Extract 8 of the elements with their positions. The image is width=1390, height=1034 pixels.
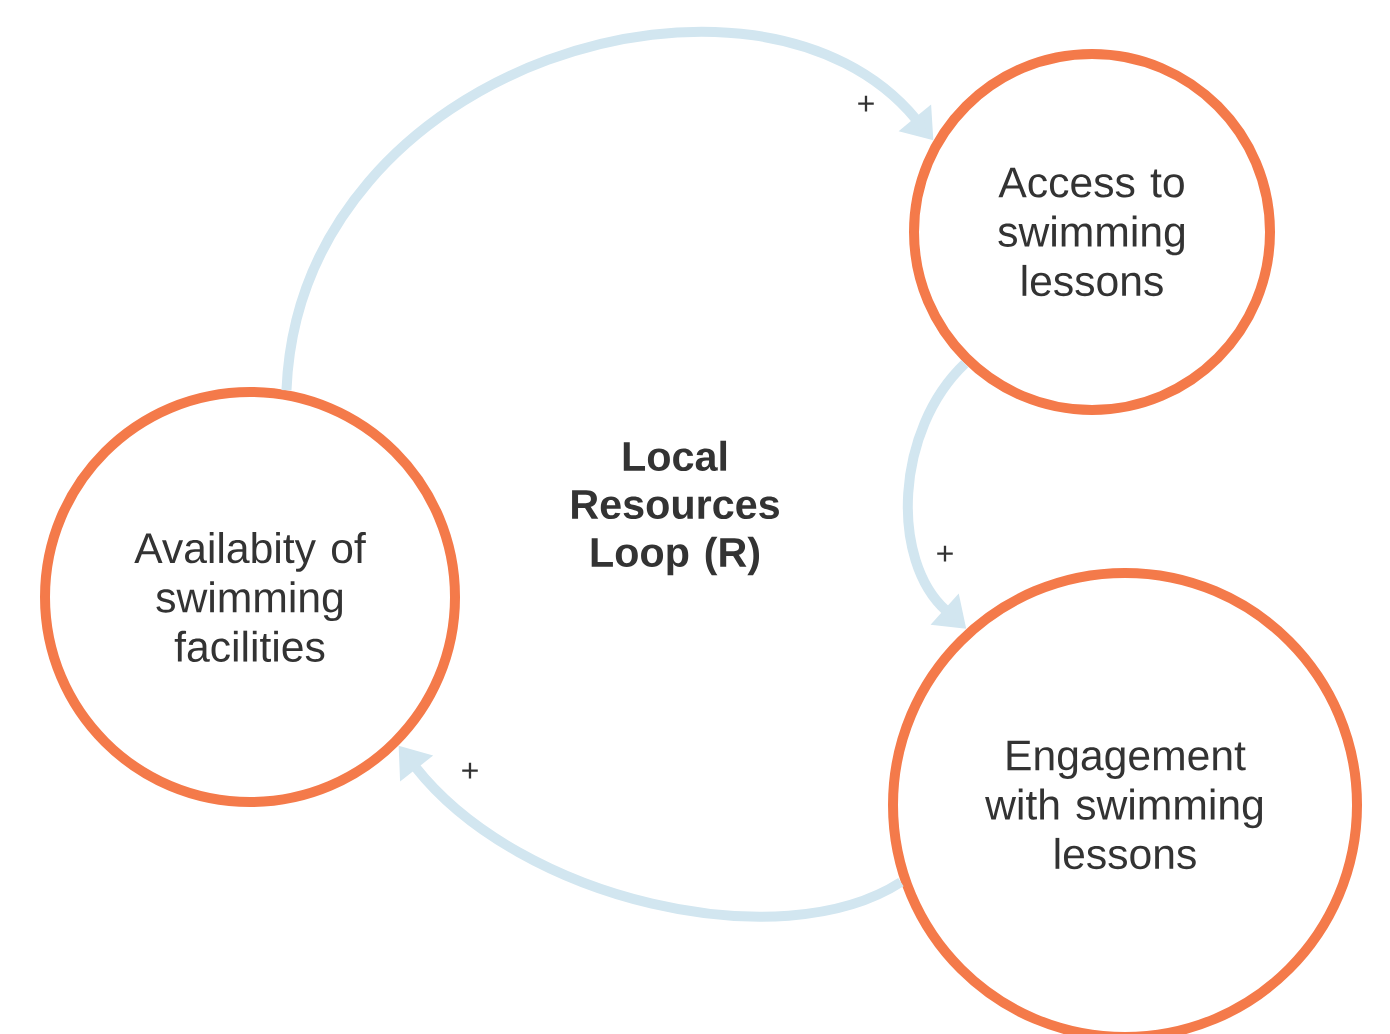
- loop-title: Local Resources Loop (R): [572, 440, 779, 576]
- edge-label: +: [855, 94, 877, 116]
- circle-node: Access to swimming lessons: [909, 49, 1275, 415]
- circle-node: Availabity of swimming facilities: [40, 387, 460, 807]
- arrow: [903, 360, 969, 629]
- edge-label: +: [459, 761, 481, 783]
- edge-label: +: [934, 544, 956, 566]
- arrow: [281, 27, 934, 391]
